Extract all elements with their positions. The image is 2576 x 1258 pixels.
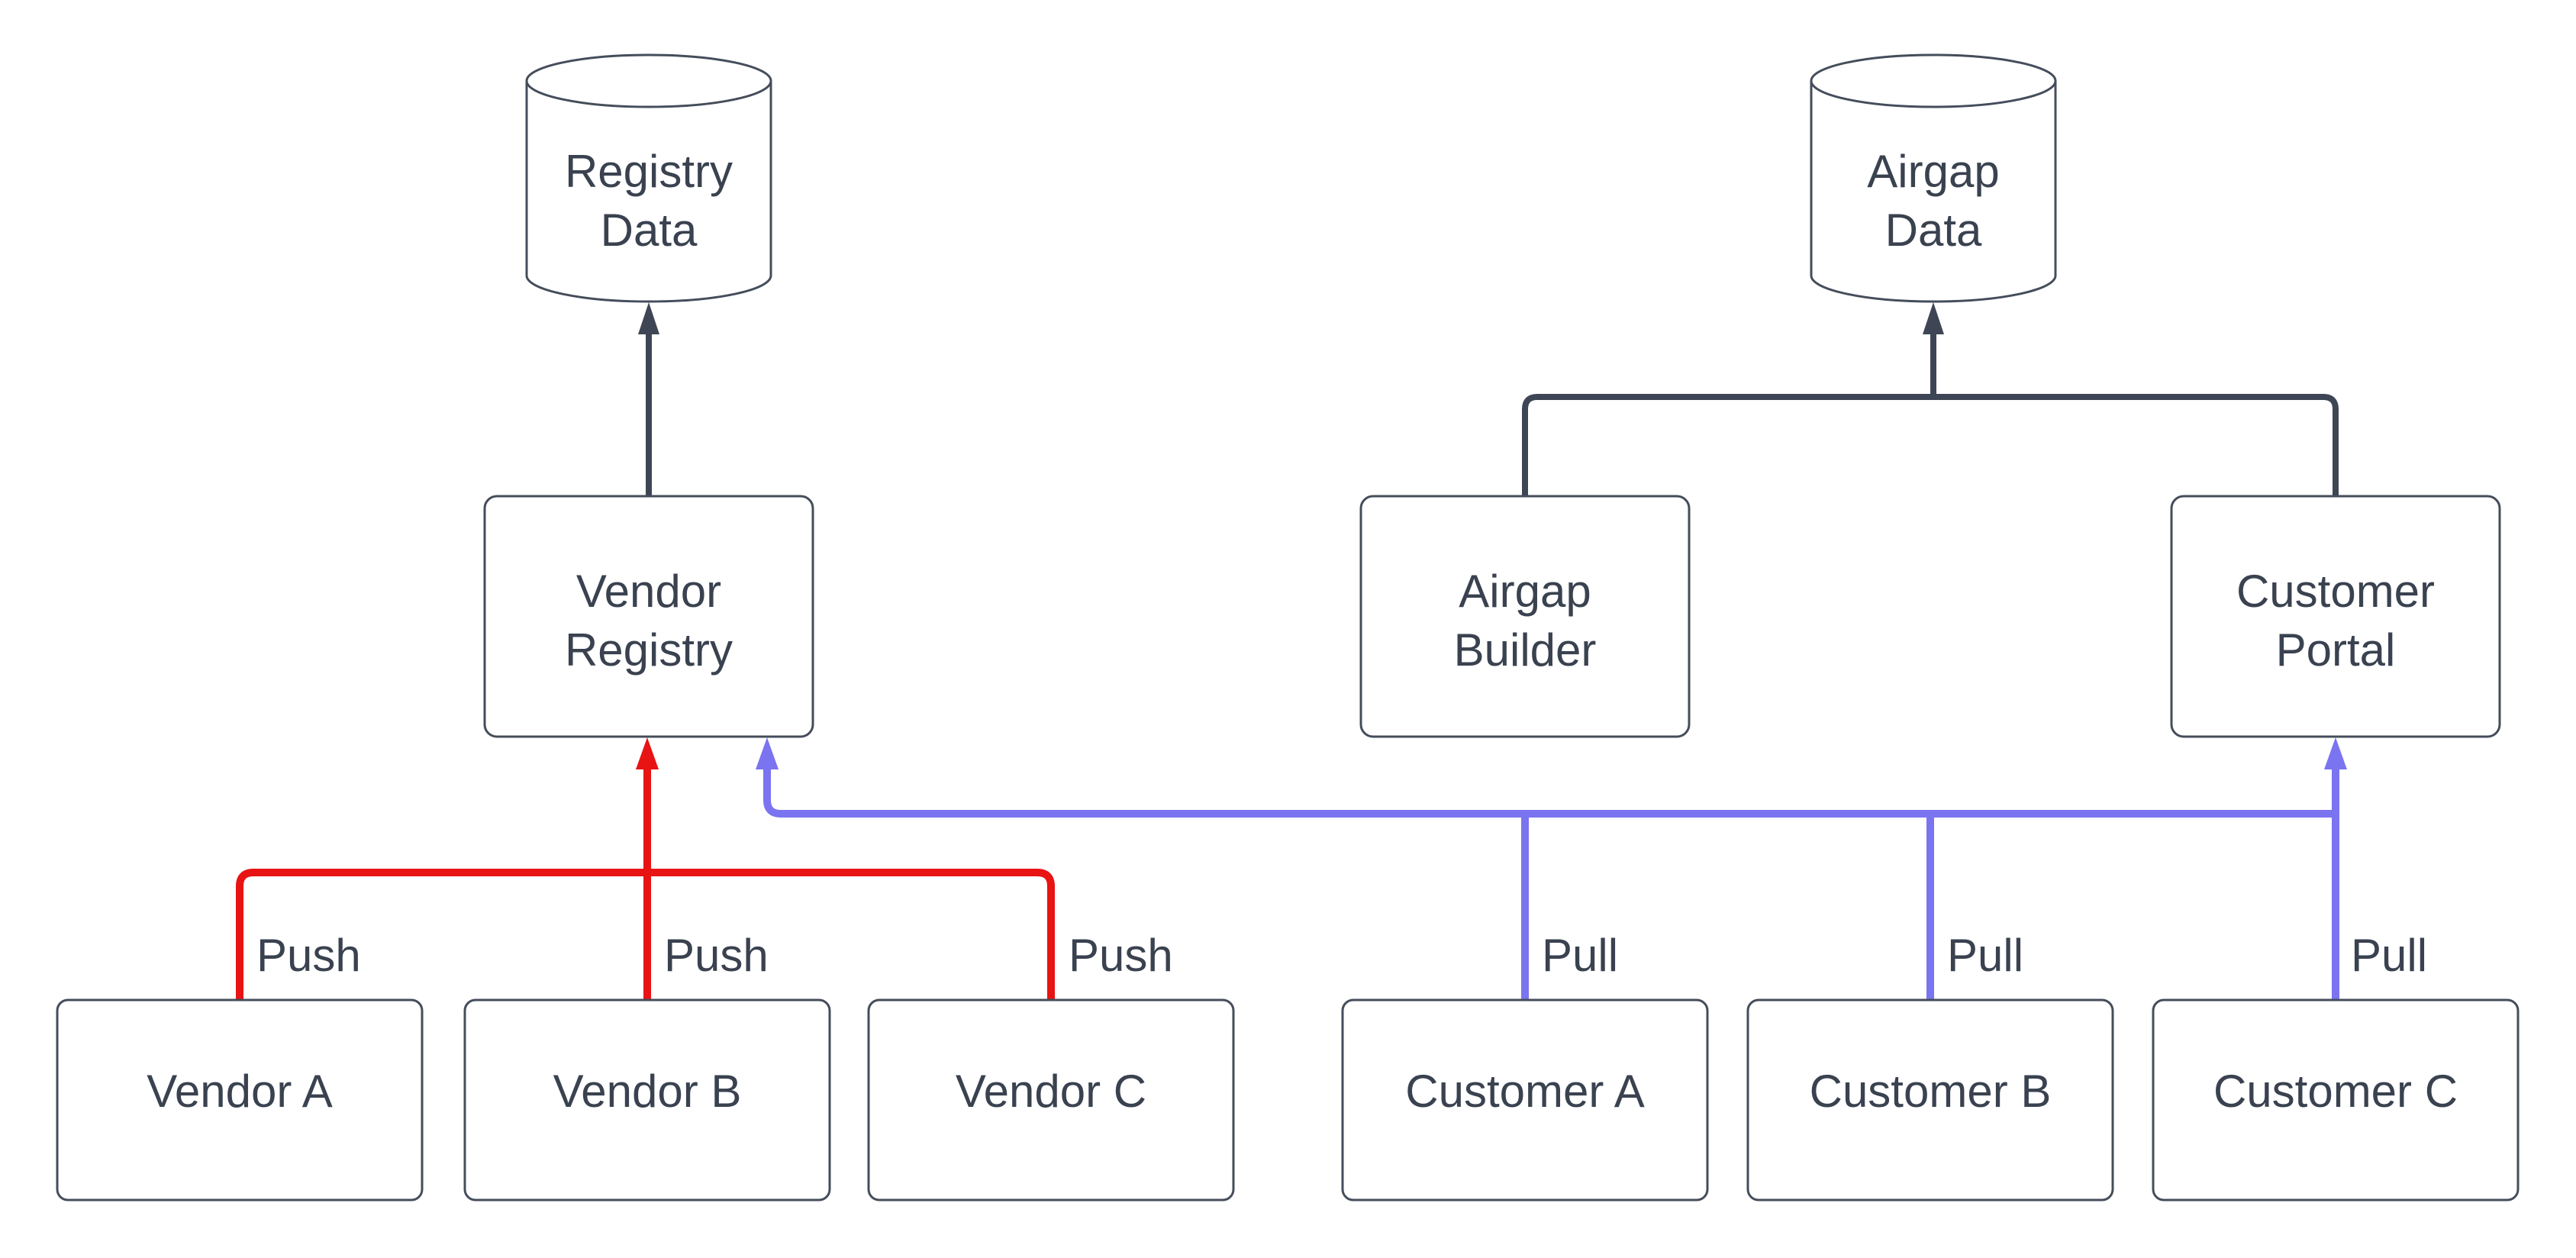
node-label-line: Vendor [576, 566, 721, 617]
node-label-line: Builder [1454, 624, 1597, 676]
node-label: Customer C [2213, 1066, 2458, 1117]
registry-data-cylinder: Registry Data [525, 53, 772, 303]
cylinder-rim [1810, 80, 2057, 108]
pull-label-customer-a: Pull [1542, 930, 1618, 981]
node-box [867, 998, 1235, 1202]
node-box [1359, 495, 1691, 738]
vendor-a-node: Vendor A [56, 998, 424, 1202]
cylinder-rim [525, 80, 772, 108]
cylinder-body [525, 53, 772, 303]
customer-b-node: Customer B [1746, 998, 2114, 1202]
arrowhead-up-icon [756, 737, 779, 769]
customer-c-node: Customer C [2152, 998, 2520, 1202]
node-label-line: Portal [2276, 624, 2396, 676]
arrowhead-up-icon [1923, 302, 1944, 334]
edge-builders-to-airgap-data [1522, 302, 2339, 496]
pull-label-customer-c: Pull [2351, 930, 2427, 981]
customer-portal-node: Customer Portal [2170, 495, 2501, 738]
node-box [483, 495, 814, 738]
vendor-c-node: Vendor C [867, 998, 1235, 1202]
node-label-line: Customer [2236, 566, 2435, 617]
node-label: Vendor C [956, 1066, 1146, 1117]
node-label: Customer A [1405, 1066, 1644, 1117]
node-label: Vendor B [553, 1066, 742, 1117]
node-box [2152, 998, 2520, 1202]
node-label-line: Airgap [1459, 566, 1591, 617]
cylinder-body [1810, 53, 2057, 303]
push-label-vendor-b: Push [664, 930, 769, 981]
edge-line [1522, 394, 2339, 496]
arrowhead-up-icon [638, 302, 659, 334]
node-box [1341, 998, 1709, 1202]
node-label-line: Data [1885, 205, 1982, 256]
node-label-line: Registry [565, 146, 733, 197]
airgap-builder-node: Airgap Builder [1359, 495, 1691, 738]
airgap-data-cylinder: Airgap Data [1810, 53, 2057, 303]
customer-a-node: Customer A [1341, 998, 1709, 1202]
arrowhead-up-icon [636, 737, 659, 769]
node-box [2170, 495, 2501, 738]
arrowhead-up-icon [2324, 737, 2347, 769]
pull-label-customer-b: Pull [1947, 930, 2023, 981]
node-label: Vendor A [147, 1066, 333, 1117]
node-label-line: Data [601, 205, 698, 256]
edge-vendor-registry-to-registry-data [638, 302, 659, 496]
edge-pull-customers [756, 737, 2347, 1000]
node-label-line: Registry [565, 624, 733, 676]
push-label-vendor-c: Push [1069, 930, 1173, 981]
node-label-line: Airgap [1867, 146, 1999, 197]
vendor-b-node: Vendor B [463, 998, 831, 1202]
vendor-registry-node: Vendor Registry [483, 495, 814, 738]
node-label: Customer B [1810, 1066, 2052, 1117]
edge-line [763, 766, 2336, 818]
push-label-vendor-a: Push [256, 930, 361, 981]
node-box [463, 998, 831, 1202]
edge-push-vendors-to-vendor-registry [236, 737, 1055, 1000]
node-box [1746, 998, 2114, 1202]
node-box [56, 998, 424, 1202]
